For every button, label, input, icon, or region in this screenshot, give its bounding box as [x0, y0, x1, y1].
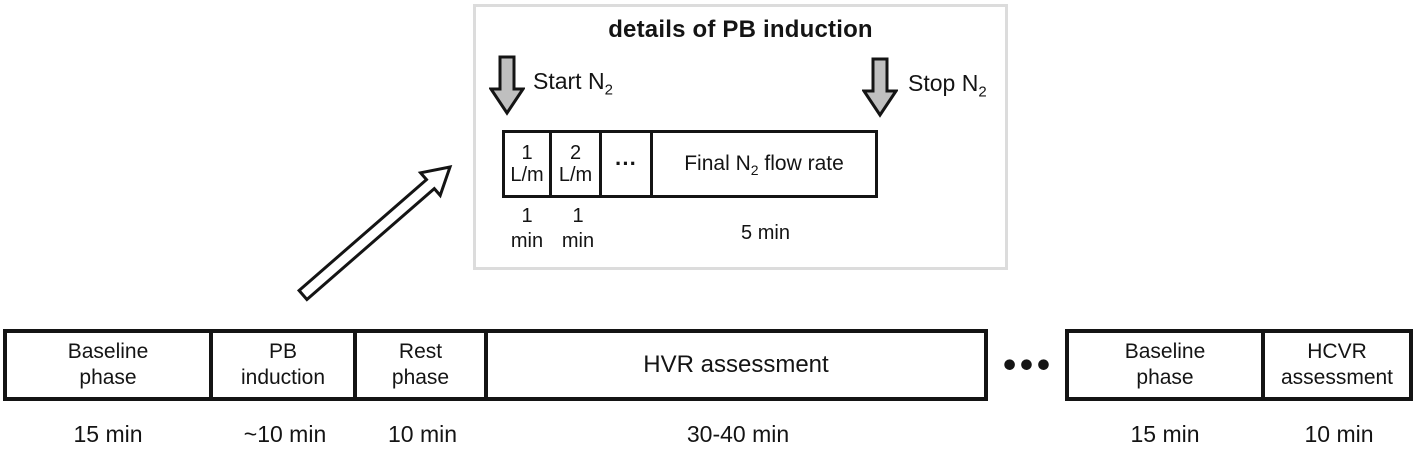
duration-hvr-assessment: 30-40 min — [686, 421, 790, 447]
timeline-box-hvr-assessment: HVR assessment — [484, 329, 988, 401]
duration-baseline-2: 15 min — [1130, 421, 1200, 447]
stop-n2-label-text: Stop N — [908, 70, 979, 96]
timeline-group-1: Baseline phase PB induction Rest phase H… — [3, 329, 988, 401]
final-flow-label-post: flow rate — [758, 152, 844, 176]
final-flow-label-subscript: 2 — [750, 162, 759, 179]
stop-n2-label-subscript: 2 — [978, 83, 987, 101]
inset-title: details of PB induction — [608, 16, 873, 43]
start-n2-label: Start N2 — [533, 68, 613, 98]
duration-baseline-1: 15 min — [73, 421, 143, 447]
flow-step-final-box: Final N2 flow rate — [650, 130, 878, 198]
timeline-group-2: Baseline phase HCVR assessment — [1065, 329, 1413, 401]
start-n2-label-subscript: 2 — [604, 81, 613, 99]
n2-flow-steps-row: 1 L/m 2 L/m ··· Final N2 flow rate — [502, 130, 878, 198]
flow-step-1lm-box: 1 L/m — [502, 130, 552, 198]
timeline-box-baseline-phase-2: Baseline phase — [1065, 329, 1265, 401]
zoom-callout-arrow-icon — [296, 165, 453, 302]
stop-n2-down-arrow-icon — [862, 57, 898, 118]
flow-step-ellipsis-box: ··· — [599, 130, 653, 198]
final-flow-label: Final N2 flow rate — [684, 152, 844, 179]
timeline-box-hcvr-assessment: HCVR assessment — [1261, 329, 1413, 401]
start-n2-down-arrow-icon — [489, 55, 525, 116]
duration-hcvr-assessment: 10 min — [1304, 421, 1374, 447]
flow-step-1-duration: 1 min — [510, 205, 544, 252]
timeline-box-pb-induction: PB induction — [209, 329, 357, 401]
duration-rest-phase: 10 min — [387, 421, 458, 447]
stop-n2-label: Stop N2 — [908, 70, 987, 100]
stop-n2-down-arrow-shape — [862, 57, 898, 118]
flow-step-2lm-box: 2 L/m — [549, 130, 602, 198]
final-flow-label-pre: Final N — [684, 152, 751, 176]
timeline-box-baseline-phase-1: Baseline phase — [3, 329, 213, 401]
timeline-box-rest-phase: Rest phase — [353, 329, 488, 401]
flow-step-2-duration: 1 min — [561, 205, 595, 252]
start-n2-label-text: Start N — [533, 68, 605, 94]
duration-pb-induction: ~10 min — [243, 421, 327, 447]
flow-step-final-duration: 5 min — [741, 222, 790, 244]
timeline-ellipsis: ••• — [1003, 344, 1054, 385]
zoom-callout-arrow-shape — [296, 165, 453, 302]
start-n2-down-arrow-shape — [489, 55, 525, 116]
